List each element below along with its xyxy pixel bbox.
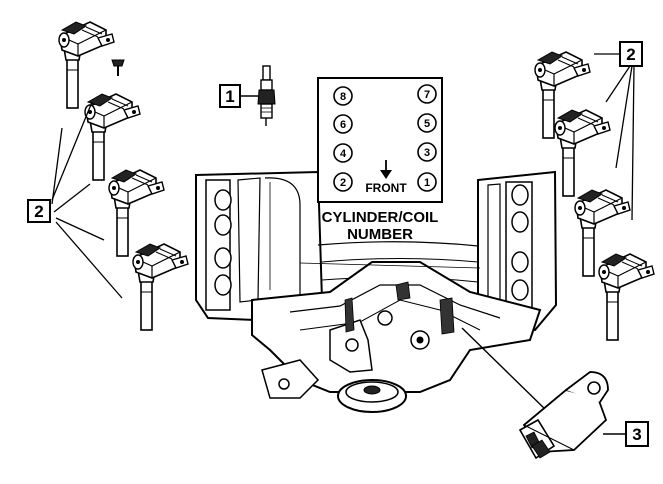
cylinder-coil-chart: 8 6 4 2 7 5 3 1 FRONT — [317, 77, 443, 203]
chart-caption-line2: NUMBER — [347, 226, 413, 243]
callout-3-label: 3 — [632, 425, 641, 444]
leader-line-3a — [461, 327, 549, 413]
chart-caption-line1: CYLINDER/COIL — [322, 209, 439, 226]
engine-block-illustration — [195, 170, 558, 413]
callout-box-3 — [625, 421, 649, 447]
leader-lines-2-right — [594, 53, 635, 221]
callout-box-2-left — [27, 199, 51, 223]
sensor-illustration — [461, 327, 609, 460]
callout-2-left-label: 2 — [34, 202, 43, 221]
cylinder-6: 6 — [340, 119, 346, 131]
callout-1-label: 1 — [225, 87, 234, 106]
callout-box-1 — [219, 84, 241, 108]
spark-plug-illustration — [257, 65, 276, 126]
cylinder-7: 7 — [424, 89, 430, 101]
cylinder-3: 3 — [424, 147, 430, 159]
right-bank: 7 5 3 1 — [417, 84, 437, 192]
bolt-icon — [111, 59, 125, 76]
ignition-coil-left-4 — [132, 243, 189, 331]
ignition-coil-left-2 — [84, 93, 141, 181]
left-bank: 8 6 4 2 — [333, 86, 353, 192]
cylinder-4: 4 — [340, 148, 347, 160]
cylinder-1: 1 — [424, 177, 430, 189]
cylinder-2: 2 — [340, 177, 346, 189]
front-label: FRONT — [365, 181, 407, 195]
cylinder-8: 8 — [340, 91, 346, 103]
front-arrow-icon — [380, 160, 392, 179]
cylinder-5: 5 — [424, 118, 430, 130]
leader-lines-2-left — [51, 101, 123, 299]
ignition-coil-right-4 — [598, 253, 655, 341]
ignition-coil-left-3 — [108, 169, 165, 257]
callout-2-right-label: 2 — [626, 45, 635, 64]
ignition-coil-right-2 — [554, 109, 611, 197]
callout-box-2-right — [619, 41, 643, 67]
